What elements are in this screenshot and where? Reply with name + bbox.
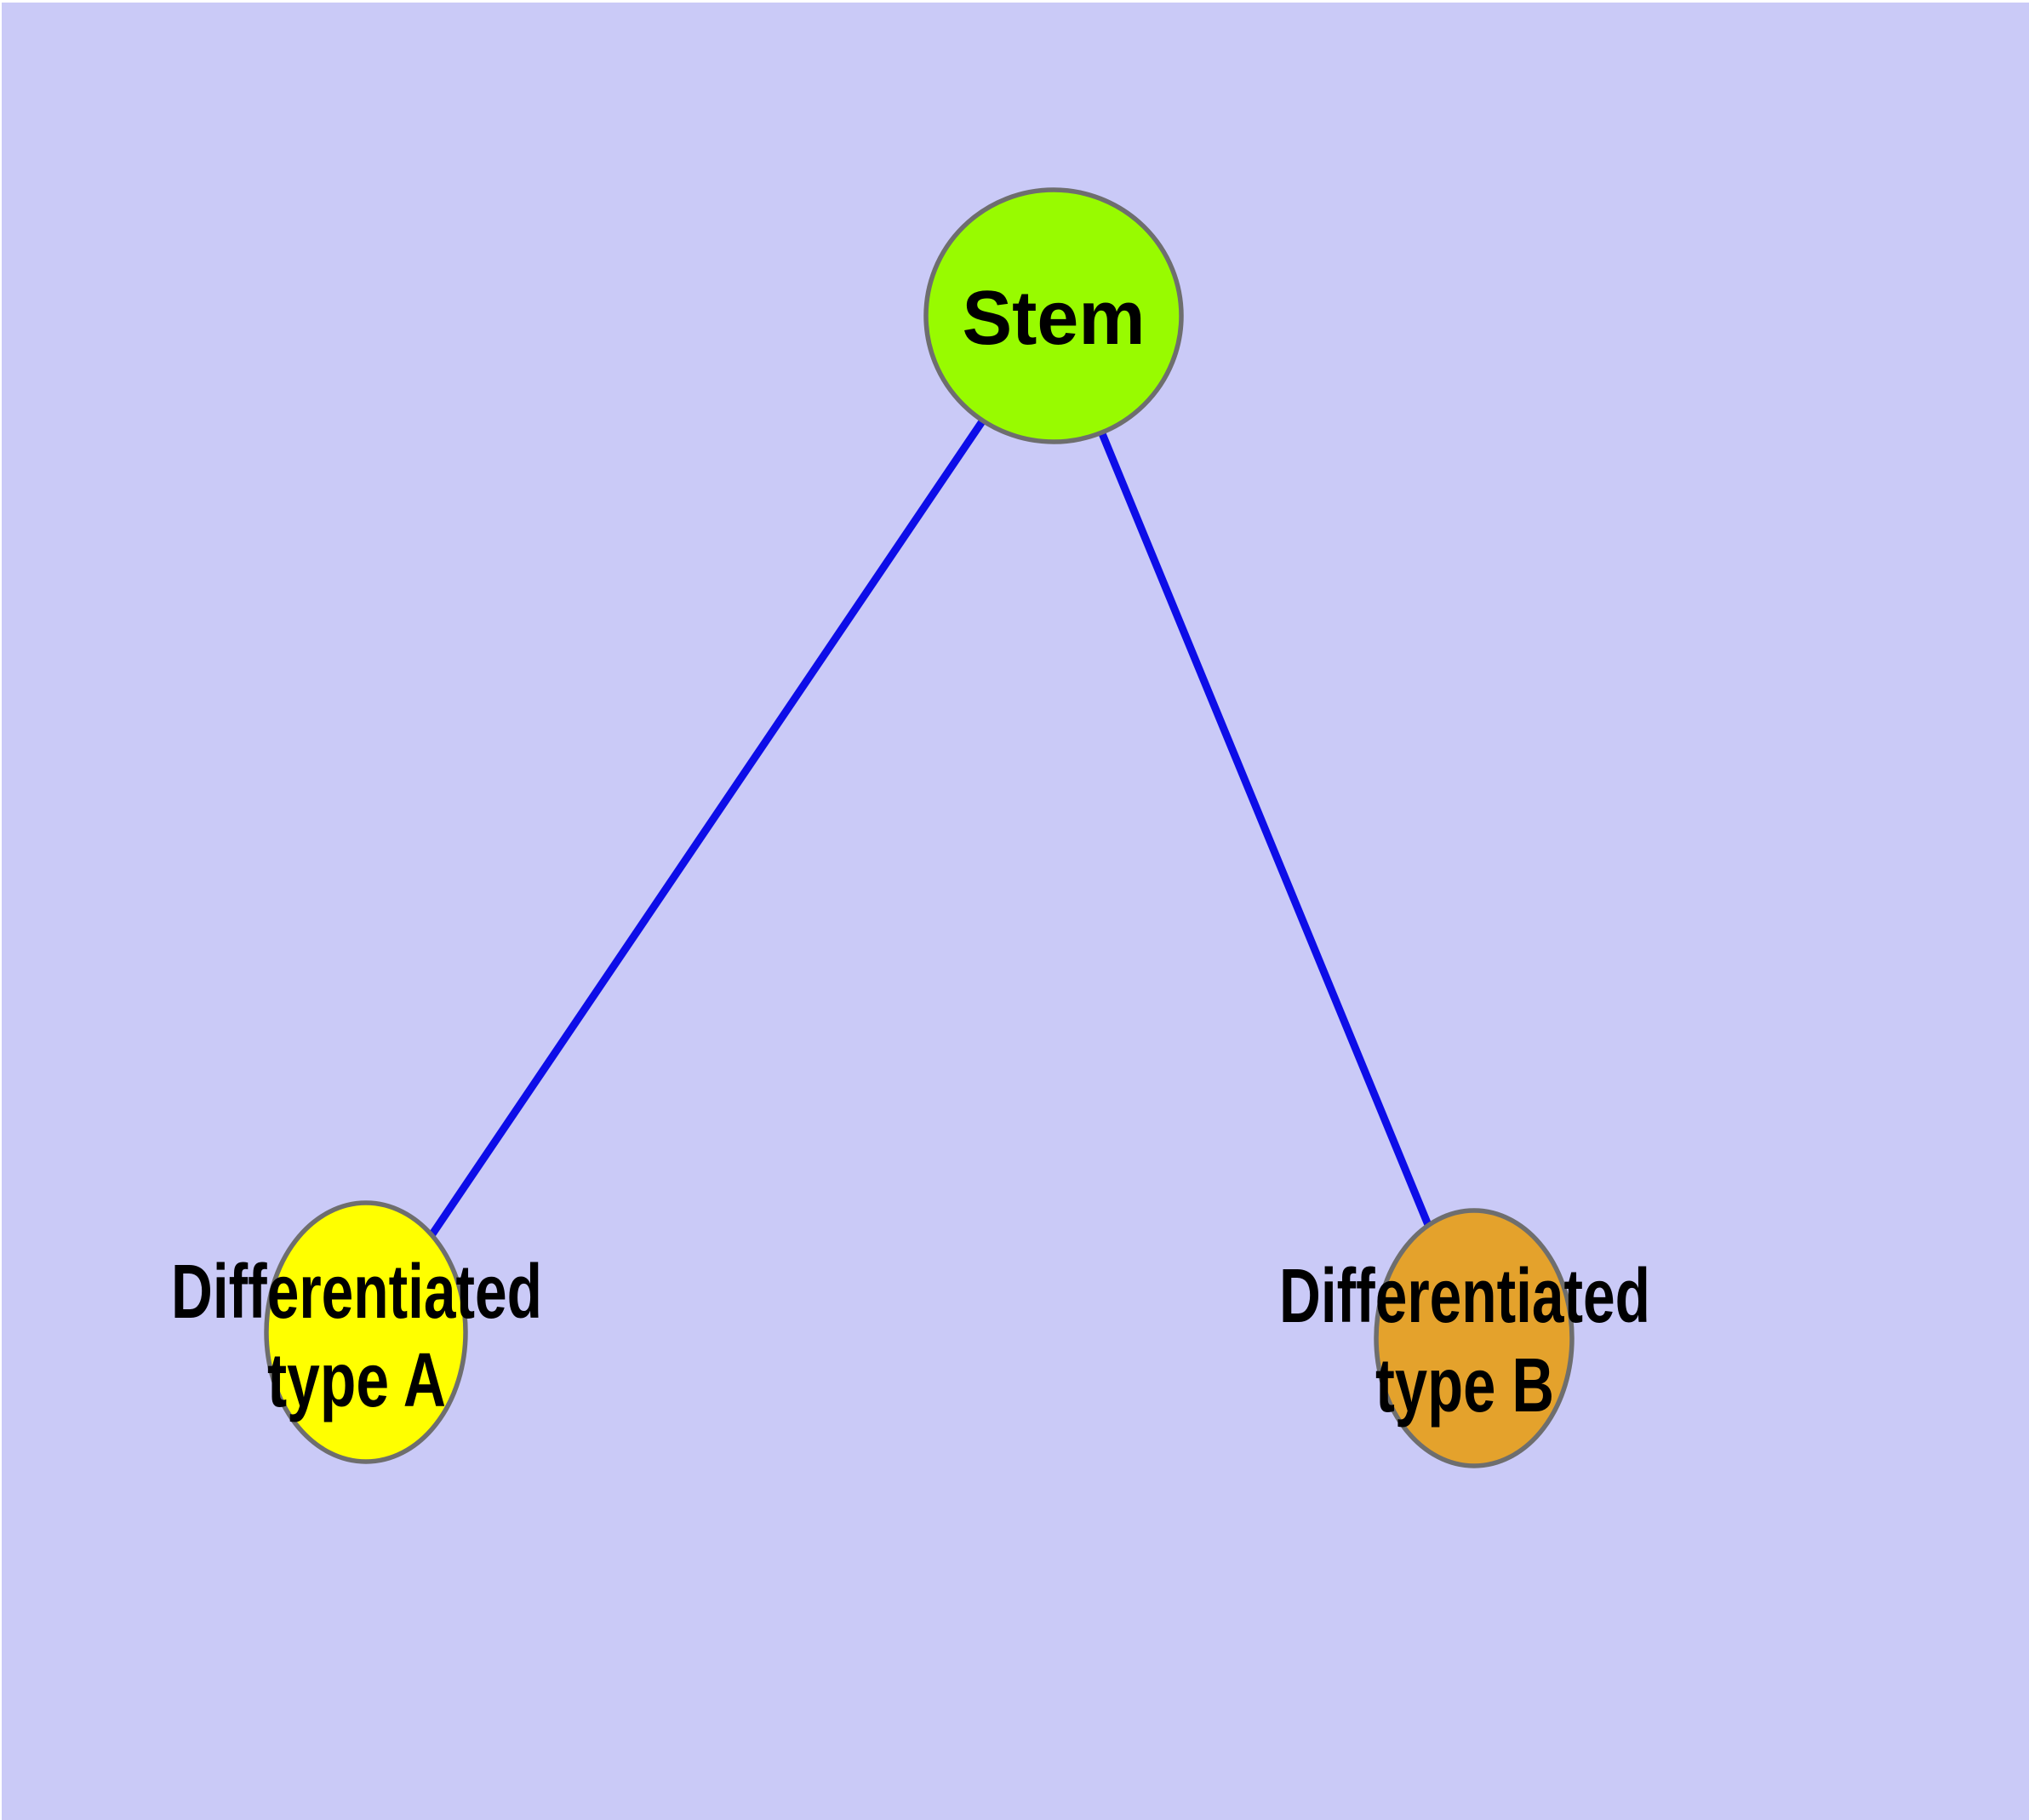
node-stem: [923, 187, 1184, 444]
node-differentiated-type-b: [1374, 1208, 1575, 1468]
node-differentiated-type-a: [264, 1200, 468, 1464]
node-type-a-label-line2: type A: [267, 1338, 446, 1423]
canvas-left-border-strip: [0, 0, 2, 1820]
edge-stem-to-type-a: [363, 313, 1057, 1335]
edge-stem-to-type-b: [1049, 314, 1478, 1338]
node-type-b-label-line2: type B: [1375, 1343, 1554, 1428]
node-stem-label: Stem: [963, 276, 1146, 361]
node-type-a-label-line1: Differentiated: [171, 1250, 542, 1335]
canvas-top-border-strip: [0, 0, 2029, 3]
node-type-b-label-line1: Differentiated: [1279, 1254, 1650, 1339]
